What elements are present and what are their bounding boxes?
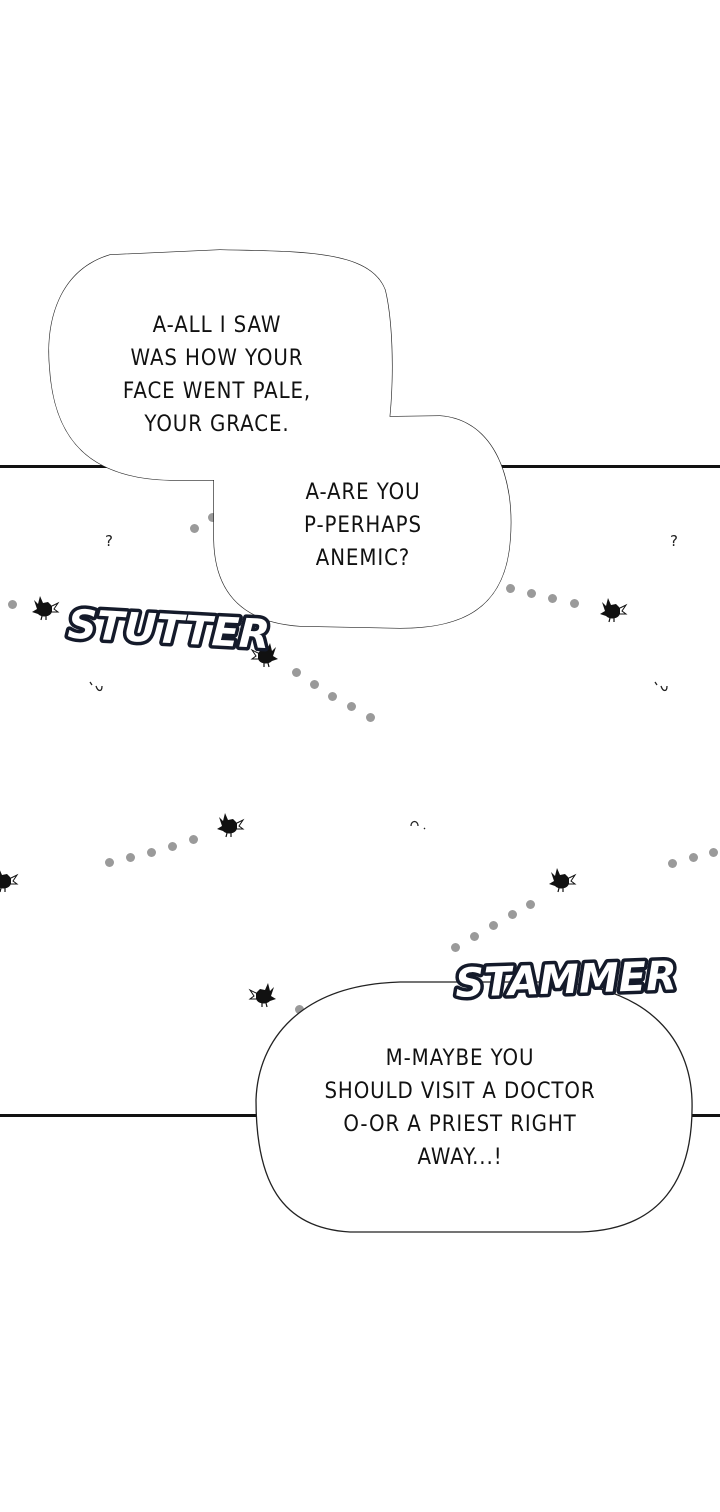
speech-bubble-3-text: M-MAYBE YOU SHOULD VISIT A DOCTOR O-OR A… <box>307 1042 613 1174</box>
bird-icon <box>216 812 244 838</box>
question-mark-icon <box>410 820 426 830</box>
speech-bubble-2-text: A-ARE YOU P-PERHAPS ANEMIC? <box>273 476 453 575</box>
bubble-line: P-PERHAPS <box>304 513 422 538</box>
question-mark-right: ? <box>670 532 678 550</box>
sfx-stammer: STAMMER <box>454 953 677 1007</box>
bird-icon <box>548 867 576 893</box>
bubble-line: O-OR A PRIEST RIGHT <box>343 1112 577 1137</box>
bubble-line: A-ARE YOU <box>305 480 421 505</box>
bubble-line: A-ALL I SAW <box>152 313 282 338</box>
bubble-line: M-MAYBE YOU <box>385 1046 535 1071</box>
bubble-line: SHOULD VISIT A DOCTOR <box>324 1079 596 1104</box>
bird-icon <box>599 597 627 623</box>
speech-bubble-3-outline <box>255 981 693 1233</box>
speech-bubble-1-text: A-ALL I SAW WAS HOW YOUR FACE WENT PALE,… <box>100 309 334 441</box>
sweat-mark-icon <box>89 681 103 692</box>
question-mark-left: ? <box>105 532 113 550</box>
bubble-line: WAS HOW YOUR <box>130 346 304 371</box>
bubble-line: YOUR GRACE. <box>144 412 290 437</box>
bubble-line: ANEMIC? <box>315 546 411 571</box>
bird-icon <box>31 595 59 621</box>
bird-icon <box>249 982 277 1008</box>
bubble-line: FACE WENT PALE, <box>122 379 312 404</box>
sfx-stutter: STUTTER <box>67 602 271 659</box>
sweat-mark-icon <box>654 681 668 692</box>
bubble-line: AWAY...! <box>417 1145 503 1170</box>
bird-icon <box>0 867 18 893</box>
